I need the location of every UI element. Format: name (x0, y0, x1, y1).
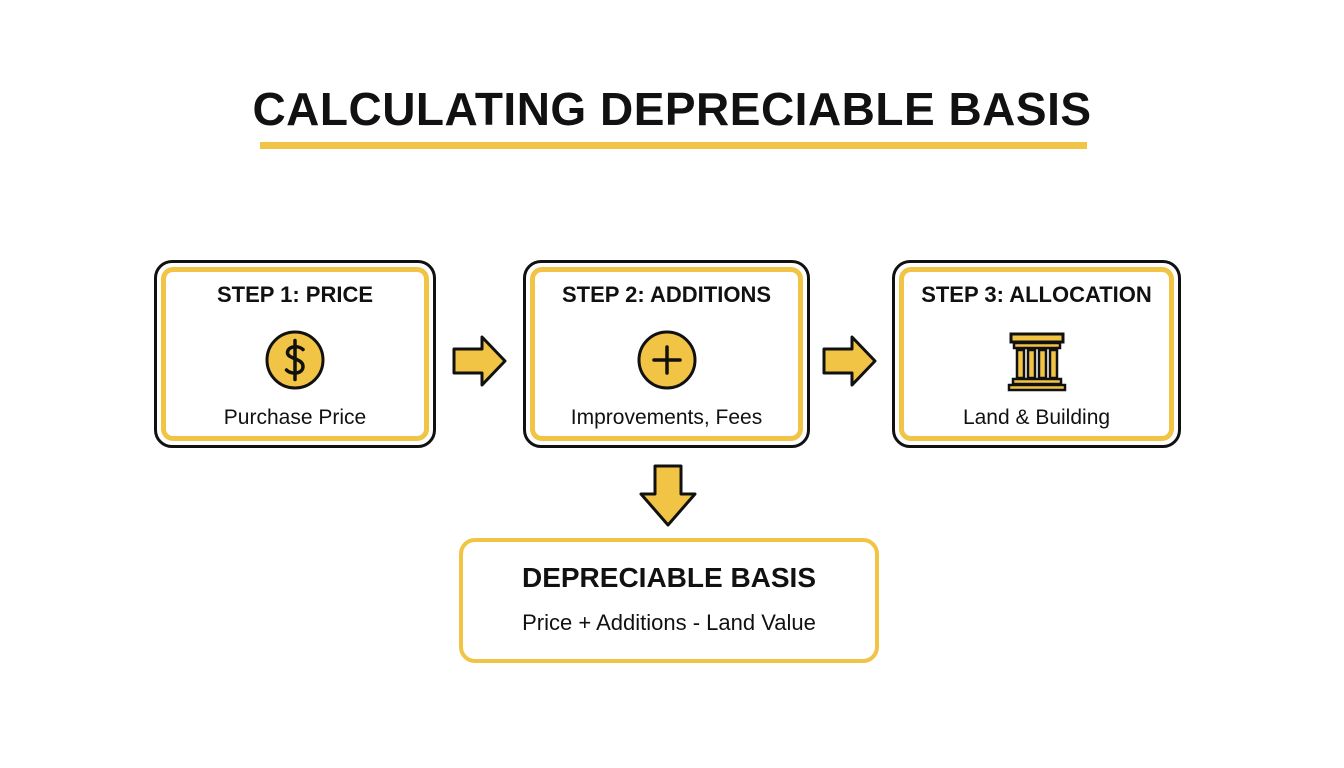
step-1-title: STEP 1: PRICE (216, 282, 374, 307)
arrow-right-icon (452, 335, 507, 387)
arrow-down-icon (639, 464, 697, 527)
step-1-box: STEP 1: PRICE Purchase Price (154, 260, 436, 448)
step-1-inner: STEP 1: PRICE Purchase Price (161, 267, 429, 441)
step-2-inner: STEP 2: ADDITIONS Improvements, Fees (530, 267, 803, 441)
step-3-inner: STEP 3: ALLOCATION Land & Building (899, 267, 1174, 441)
step-3-title: STEP 3: ALLOCATION (921, 282, 1152, 307)
step-2-description: Improvements, Fees (570, 406, 763, 429)
dollar-coin-icon (265, 330, 325, 390)
step-3-description: Land & Building (962, 406, 1111, 429)
title-underline (260, 142, 1087, 149)
result-title: DEPRECIABLE BASIS (521, 562, 817, 593)
step-3-box: STEP 3: ALLOCATION Land & Building (892, 260, 1181, 448)
step-2-box: STEP 2: ADDITIONS Improvements, Fees (523, 260, 810, 448)
building-columns-icon (1007, 332, 1066, 392)
step-2-title: STEP 2: ADDITIONS (561, 282, 772, 307)
plus-circle-icon (637, 330, 696, 390)
diagram-title: CALCULATING DEPRECIABLE BASIS (252, 83, 1092, 135)
result-box: DEPRECIABLE BASIS Price + Additions - La… (459, 538, 879, 663)
step-1-description: Purchase Price (223, 406, 367, 429)
arrow-right-icon (822, 335, 877, 387)
result-formula: Price + Additions - Land Value (522, 610, 816, 635)
